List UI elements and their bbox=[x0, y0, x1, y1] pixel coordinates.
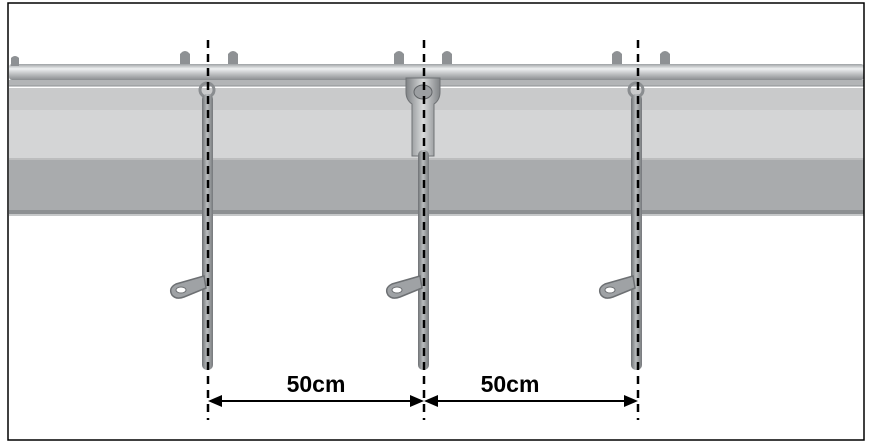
end-hook-icon bbox=[169, 275, 207, 299]
end-hook-icon bbox=[598, 275, 636, 299]
hanger-rod-right bbox=[598, 81, 645, 370]
hanger-rod-icon bbox=[418, 150, 429, 370]
blind-panel bbox=[9, 88, 864, 216]
figure-frame bbox=[7, 2, 865, 441]
end-hook-icon bbox=[385, 275, 423, 299]
alignment-guides bbox=[206, 40, 640, 420]
rail-runners bbox=[11, 51, 670, 66]
dimension-label-right: 50cm bbox=[480, 371, 540, 397]
dimension-arrow-icon bbox=[208, 395, 638, 407]
hanger-rod-center bbox=[385, 150, 429, 370]
hanger-rod-icon bbox=[627, 81, 645, 370]
dimension-label-left: 50cm bbox=[286, 371, 346, 397]
